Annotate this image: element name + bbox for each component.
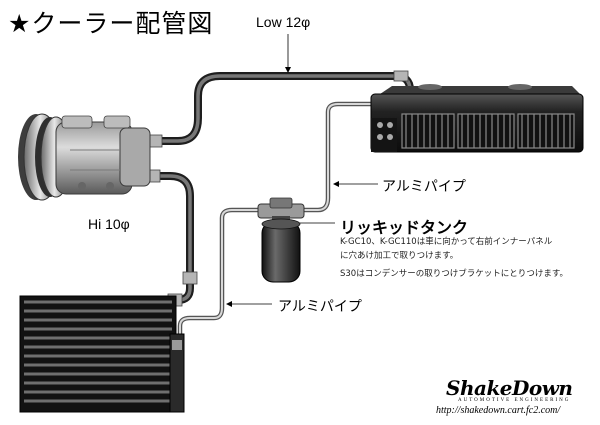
- install-note-line1: K-GC10、K-GC110は車に向かって右前インナーパネル: [340, 237, 553, 247]
- condenser: [19, 295, 185, 413]
- brand-logo: ShakeDown: [446, 376, 573, 400]
- low-hose-label: Low 12φ: [256, 14, 311, 30]
- leader-lines: [226, 34, 378, 307]
- brand-subtitle: AUTOMOTIVE ENGINEERING: [458, 398, 571, 403]
- high-pressure-hose: [146, 172, 194, 304]
- aluminium-pipe-upper-label: アルミパイプ: [382, 178, 466, 194]
- aluminium-pipe-lower-label: アルミパイプ: [278, 298, 362, 314]
- install-note-line3: S30はコンデンサーの取りつけブラケットにとりつけます。: [340, 269, 569, 279]
- compressor: [18, 113, 151, 201]
- brand-url[interactable]: http://shakedown.cart.fc2.com/: [436, 405, 561, 416]
- aluminium-pipe-upper: [297, 101, 385, 213]
- hi-hose-label: Hi 10φ: [88, 216, 130, 232]
- install-note-line2: に穴あけ加工で取りつけます。: [340, 251, 459, 261]
- liquid-tank-label: リッキッドタンク: [340, 220, 469, 237]
- evaporator-unit: [370, 84, 584, 153]
- low-hose-fittings: [147, 70, 409, 148]
- evaporator-vents: [401, 113, 575, 149]
- aluminium-pipe-lower: [177, 207, 263, 353]
- liquid-tank: [257, 197, 305, 283]
- page-title: ★クーラー配管図: [8, 9, 214, 38]
